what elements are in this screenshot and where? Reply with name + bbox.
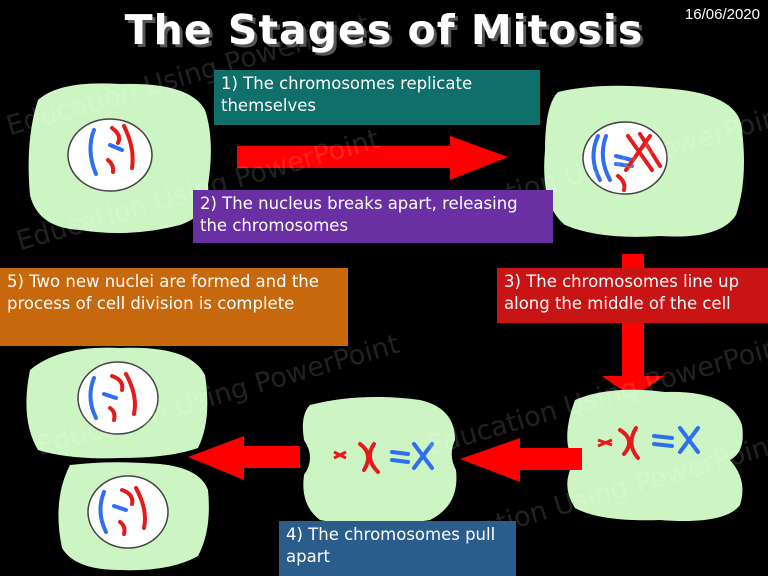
cell-stage-1 (28, 83, 211, 234)
step-2-label: 2) The nucleus breaks apart, releasing t… (193, 190, 553, 243)
cell-stage-3 (567, 389, 743, 521)
arrow-1-right (237, 136, 508, 180)
step-4-label: 4) The chromosomes pull apart (279, 521, 516, 576)
page-title: The Stages of Mitosis (124, 6, 644, 54)
nucleus-1 (67, 118, 153, 192)
date-label: 16/06/2020 (684, 6, 760, 23)
cell-stage-5-bottom (58, 462, 209, 571)
arrow-4-left (460, 438, 582, 482)
cell-stage-4 (302, 396, 457, 525)
nucleus-5b (87, 475, 169, 549)
step-3-label: 3) The chromosomes line up along the mid… (497, 268, 768, 323)
step-1-label: 1) The chromosomes replicate themselves (214, 70, 540, 125)
arrow-5-left (188, 436, 300, 480)
cell-stage-5-top (26, 347, 208, 459)
cell-stage-2 (544, 85, 744, 237)
step-5-label: 5) Two new nuclei are formed and the pro… (0, 268, 348, 346)
